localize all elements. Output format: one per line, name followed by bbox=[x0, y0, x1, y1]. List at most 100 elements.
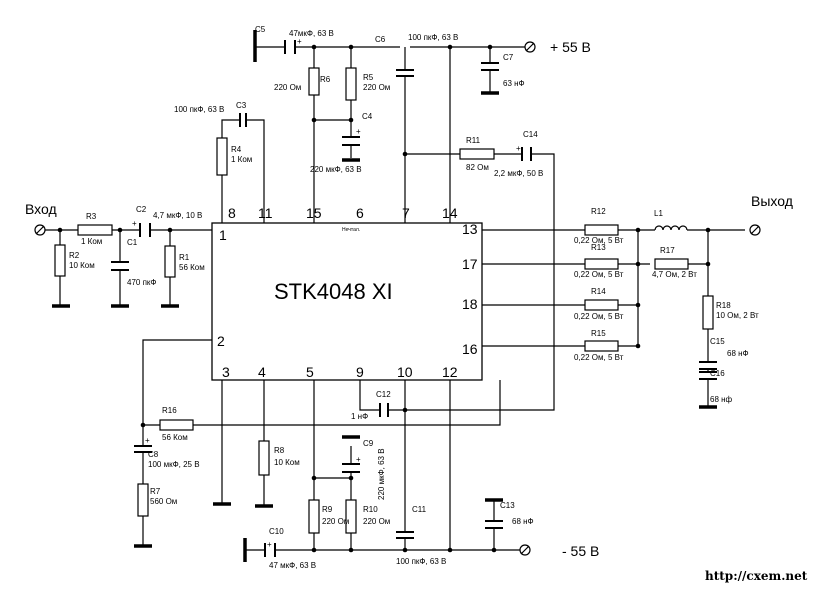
svg-text:100 пкФ, 63 В: 100 пкФ, 63 В bbox=[174, 105, 224, 114]
svg-text:+: + bbox=[267, 540, 272, 549]
svg-text:C6: C6 bbox=[375, 35, 386, 44]
pin-12: 12 bbox=[442, 364, 458, 380]
pin-18: 18 bbox=[462, 296, 478, 312]
svg-text:R18: R18 bbox=[716, 301, 731, 310]
resistor-r15 bbox=[584, 340, 619, 352]
component-labels: R3 1 Ком R2 10 Ком R1 56 Ком C1 470 пкФ … bbox=[69, 25, 759, 570]
resistor-r9 bbox=[308, 499, 320, 534]
svg-text:C1: C1 bbox=[127, 238, 138, 247]
svg-text:R8: R8 bbox=[274, 446, 285, 455]
svg-text:0,22 Ом, 5 Вт: 0,22 Ом, 5 Вт bbox=[574, 353, 624, 362]
svg-text:560 Ом: 560 Ом bbox=[150, 497, 177, 506]
chip-name: STK4048 XI bbox=[274, 279, 393, 304]
svg-text:R9: R9 bbox=[322, 505, 333, 514]
resistor-r6 bbox=[308, 67, 320, 96]
terminals bbox=[34, 41, 761, 556]
svg-text:R7: R7 bbox=[150, 487, 161, 496]
svg-text:47мкФ, 63 В: 47мкФ, 63 В bbox=[289, 29, 334, 38]
pin-10: 10 bbox=[397, 364, 413, 380]
svg-text:68 нФ: 68 нФ bbox=[727, 349, 749, 358]
svg-text:R6: R6 bbox=[320, 75, 331, 84]
svg-text:2,2 мкФ, 50 В: 2,2 мкФ, 50 В bbox=[494, 169, 543, 178]
svg-text:R1: R1 bbox=[179, 253, 190, 262]
svg-text:470 пкФ: 470 пкФ bbox=[127, 278, 156, 287]
pin-8: 8 bbox=[228, 205, 236, 221]
svg-text:+: + bbox=[145, 436, 150, 445]
resistor-r1 bbox=[164, 245, 176, 278]
svg-text:C15: C15 bbox=[710, 337, 725, 346]
svg-text:L1: L1 bbox=[654, 209, 663, 218]
svg-text:C5: C5 bbox=[255, 25, 266, 34]
svg-text:+: + bbox=[132, 219, 137, 228]
capacitor-c4 bbox=[342, 136, 360, 146]
capacitor-c7 bbox=[481, 62, 499, 71]
svg-text:220 мкФ, 63 В: 220 мкФ, 63 В bbox=[377, 448, 386, 500]
pin-2: 2 bbox=[217, 333, 225, 349]
svg-text:R11: R11 bbox=[466, 136, 481, 145]
resistor-r18 bbox=[702, 295, 714, 330]
svg-text:C2: C2 bbox=[136, 205, 147, 214]
capacitor-c15 bbox=[699, 361, 717, 370]
website-url: http://cxem.net bbox=[705, 569, 808, 583]
svg-text:R2: R2 bbox=[69, 251, 80, 260]
svg-text:0,22 Ом, 5 Вт: 0,22 Ом, 5 Вт bbox=[574, 312, 624, 321]
svg-text:+: + bbox=[356, 127, 361, 136]
svg-text:56 Ком: 56 Ком bbox=[162, 433, 188, 442]
resistor-r8 bbox=[258, 440, 270, 476]
svg-text:R16: R16 bbox=[162, 406, 177, 415]
svg-text:R10: R10 bbox=[363, 505, 378, 514]
svg-text:0,22 Ом, 5 Вт: 0,22 Ом, 5 Вт bbox=[574, 270, 624, 279]
svg-text:R13: R13 bbox=[591, 243, 606, 252]
capacitor-c8 bbox=[134, 445, 152, 453]
svg-text:100 пкФ, 63 В: 100 пкФ, 63 В bbox=[408, 33, 458, 42]
polarity-marks: + + + + + + + bbox=[132, 37, 521, 549]
resistor-r13 bbox=[584, 258, 619, 270]
capacitor-c1 bbox=[111, 261, 129, 271]
resistor-r11 bbox=[459, 148, 495, 160]
resistor-r17 bbox=[654, 258, 689, 270]
pin-4: 4 bbox=[258, 364, 266, 380]
resistors bbox=[54, 67, 714, 534]
svg-text:R3: R3 bbox=[86, 212, 97, 221]
svg-text:C14: C14 bbox=[523, 130, 538, 139]
svg-text:4,7 мкФ, 10 В: 4,7 мкФ, 10 В bbox=[153, 211, 202, 220]
pin-16: 16 bbox=[462, 341, 478, 357]
capacitor-c10 bbox=[264, 543, 276, 557]
svg-text:68 нф: 68 нф bbox=[710, 395, 733, 404]
inductor-l1 bbox=[654, 225, 688, 231]
svg-text:C11: C11 bbox=[412, 505, 427, 514]
vplus-label: + 55 В bbox=[550, 39, 591, 55]
capacitor-c11 bbox=[396, 531, 414, 539]
svg-text:0,22 Ом, 5 Вт: 0,22 Ом, 5 Вт bbox=[574, 236, 624, 245]
svg-text:C13: C13 bbox=[500, 501, 515, 510]
svg-text:220 Ом: 220 Ом bbox=[322, 517, 349, 526]
capacitor-c3 bbox=[239, 113, 247, 127]
ground-symbols bbox=[52, 30, 717, 562]
svg-text:220 Ом: 220 Ом bbox=[363, 83, 390, 92]
capacitor-c13 bbox=[485, 520, 503, 529]
svg-text:C7: C7 bbox=[503, 53, 514, 62]
resistor-r7 bbox=[137, 483, 149, 517]
svg-text:63 нФ: 63 нФ bbox=[503, 79, 525, 88]
svg-text:10 Ком: 10 Ком bbox=[274, 458, 300, 467]
svg-text:+: + bbox=[356, 455, 361, 464]
svg-text:100 мкФ, 25 В: 100 мкФ, 25 В bbox=[148, 460, 200, 469]
pin-7: 7 bbox=[402, 205, 410, 221]
output-label: Выход bbox=[751, 193, 793, 209]
svg-text:+: + bbox=[297, 37, 302, 46]
svg-text:68 нФ: 68 нФ bbox=[512, 517, 534, 526]
svg-text:56 Ком: 56 Ком bbox=[179, 263, 205, 272]
svg-text:100 пкФ, 63 В: 100 пкФ, 63 В bbox=[396, 557, 446, 566]
pin-1: 1 bbox=[219, 227, 227, 243]
vminus-label: - 55 В bbox=[562, 543, 599, 559]
svg-text:10 Ком: 10 Ком bbox=[69, 261, 95, 270]
svg-text:+: + bbox=[516, 144, 521, 153]
chip-body bbox=[211, 222, 483, 381]
svg-text:C16: C16 bbox=[710, 369, 725, 378]
pin-6: 6 bbox=[356, 205, 364, 221]
pin-9: 9 bbox=[356, 364, 364, 380]
svg-text:1 нФ: 1 нФ bbox=[351, 412, 368, 421]
pin-3: 3 bbox=[222, 364, 230, 380]
svg-text:R5: R5 bbox=[363, 73, 374, 82]
